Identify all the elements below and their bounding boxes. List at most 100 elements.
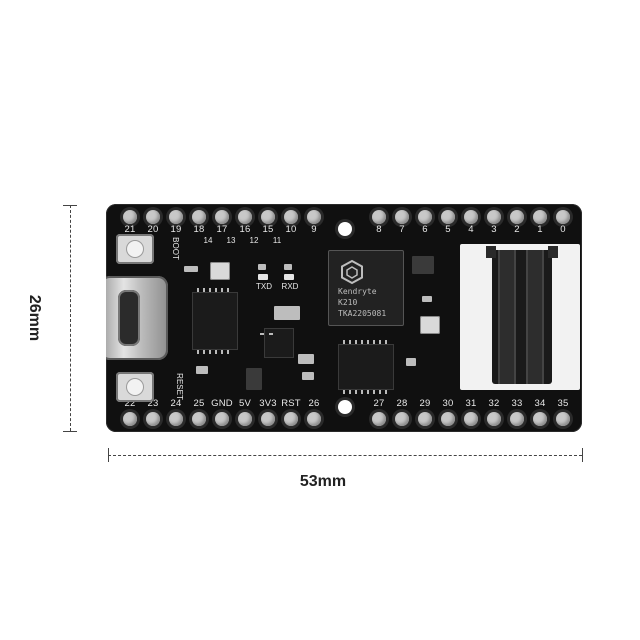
header-pin [261, 210, 275, 224]
width-dimension-label: 53mm [299, 473, 347, 490]
crystal [420, 316, 440, 334]
rxd-label: RXD [281, 282, 299, 291]
pin-label: 5 [445, 224, 451, 235]
header-pin [238, 412, 252, 426]
pin-label: RST [281, 398, 301, 409]
flash-chip [338, 340, 394, 394]
header-pin [192, 412, 206, 426]
pin-label: 8 [376, 224, 382, 235]
camera-fpc-connector [460, 244, 580, 390]
chip-brand: Kendryte [338, 287, 377, 296]
height-dimension-cap-bottom [63, 431, 77, 432]
pin-label: 27 [373, 398, 385, 409]
pin-label: 20 [147, 224, 159, 235]
width-dimension-cap-right [582, 448, 583, 462]
txd-label: TXD [256, 282, 272, 291]
boot-label: BOOT [170, 237, 180, 260]
usb-c-slot [118, 290, 140, 346]
header-pin [307, 210, 321, 224]
header-pin [395, 210, 409, 224]
pin-label: 32 [488, 398, 500, 409]
header-pin [510, 210, 524, 224]
header-pin [464, 412, 478, 426]
header-pin [372, 210, 386, 224]
pin-label: 0 [560, 224, 566, 235]
mounting-hole [338, 400, 352, 414]
pin-label: 31 [465, 398, 477, 409]
mounting-hole [338, 222, 352, 236]
fpc-tab [486, 246, 496, 258]
header-pin [487, 412, 501, 426]
header-pin [307, 412, 321, 426]
header-pin [215, 210, 229, 224]
width-dimension-line [108, 455, 582, 456]
pin-label: 26 [308, 398, 320, 409]
header-pin [215, 412, 229, 426]
pin-label: 7 [399, 224, 405, 235]
pin-label: 3V3 [259, 398, 277, 409]
pin-label: 11 [272, 236, 282, 245]
pin-label: 3 [491, 224, 497, 235]
pin-label: 23 [147, 398, 159, 409]
header-pin [146, 412, 160, 426]
kendryte-logo-icon [341, 259, 363, 285]
header-pin [533, 412, 547, 426]
tx-led [258, 274, 268, 280]
pin-label: 4 [468, 224, 474, 235]
pin-label: 13 [226, 236, 236, 245]
fpc-latch [486, 246, 558, 384]
header-pin [192, 210, 206, 224]
pin-label: 28 [396, 398, 408, 409]
pin-label: 24 [170, 398, 182, 409]
smd-component [302, 372, 314, 380]
k210-processor: Kendryte K210 TKA2205081 [328, 250, 404, 326]
header-pin [533, 210, 547, 224]
rx-led [284, 274, 294, 280]
smd-component [298, 354, 314, 364]
chip-model: K210 [338, 298, 358, 307]
pin-label: 25 [193, 398, 205, 409]
fpc-rail [526, 250, 544, 384]
pin-label: 1 [537, 224, 543, 235]
smd-component [258, 264, 266, 270]
smd-component [406, 358, 416, 366]
header-pin [556, 412, 570, 426]
header-pin [372, 412, 386, 426]
header-pin [418, 210, 432, 224]
smd-component [284, 264, 292, 270]
width-dimension-cap-left [108, 448, 109, 462]
header-pin [284, 412, 298, 426]
pin-label: 34 [534, 398, 546, 409]
header-pin [284, 210, 298, 224]
header-pin [123, 210, 137, 224]
reset-label: RESET [174, 373, 184, 400]
header-pin [510, 412, 524, 426]
header-pin [441, 412, 455, 426]
chip-lot: TKA2205081 [338, 309, 387, 318]
smd-component [184, 266, 198, 272]
pin-label: 17 [216, 224, 228, 235]
height-dimension-label: 26mm [26, 294, 43, 342]
pin-label: 18 [193, 224, 205, 235]
header-pin [556, 210, 570, 224]
header-pin [395, 412, 409, 426]
header-pin [418, 412, 432, 426]
pin-label: 15 [262, 224, 274, 235]
header-pin [169, 412, 183, 426]
pin-label: 5V [238, 398, 252, 409]
pin-label: 12 [249, 236, 259, 245]
fpc-rail [498, 250, 516, 384]
height-dimension-cap-top [63, 205, 77, 206]
pin-label: 30 [442, 398, 454, 409]
header-pin [464, 210, 478, 224]
smd-component [246, 368, 262, 390]
pin-label: 9 [311, 224, 317, 235]
pin-label: 14 [203, 236, 213, 245]
pin-label: 19 [170, 224, 182, 235]
power-chip [260, 328, 294, 358]
header-pin [261, 412, 275, 426]
usb-serial-chip [192, 288, 238, 354]
usb-c-port [106, 276, 168, 360]
height-dimension-line [70, 205, 71, 431]
